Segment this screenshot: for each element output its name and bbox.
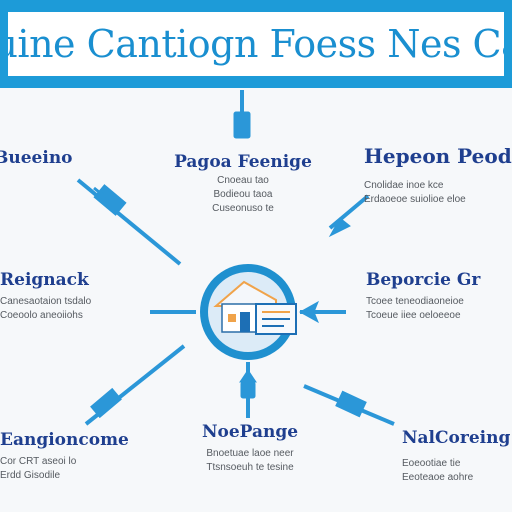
node-mid-left: Reignack Canesaotaion tsdalo Coeoolo ane… xyxy=(0,270,150,321)
node-line: Bnoetuae laoe neer xyxy=(206,448,294,459)
node-heading: Reignack xyxy=(0,270,89,290)
node-line: Ttsnsoeuh te tesine xyxy=(206,462,294,473)
node-top-center: Pagoa Feenige Cnoeau tao Bodieou taoa Cu… xyxy=(168,152,318,214)
node-top-left: Bueeino xyxy=(0,148,73,168)
node-heading: Pagoa Feenige xyxy=(174,152,312,172)
house-icon xyxy=(200,264,297,360)
node-heading: Hepeon Peod xyxy=(364,144,512,168)
connector-bottom xyxy=(239,362,257,418)
node-line: Coeoolo aneoiiohs xyxy=(0,310,83,321)
node-line: Eeoteaoe aohre xyxy=(402,472,474,483)
node-line: Cnolidae inoe kce xyxy=(364,180,444,191)
node-bottom-left: Eangioncome Cor CRT aseoi lo Erdd Gisodi… xyxy=(0,430,150,481)
node-line: Cuseonuso te xyxy=(212,203,274,214)
connector-top-right xyxy=(328,194,370,238)
node-heading: Bueeino xyxy=(0,148,73,168)
node-line: Bodieou taoa xyxy=(213,189,273,200)
title-frame: Cuine Cantiogn Foess Nes Cap xyxy=(8,12,504,76)
node-bottom-right: NalCoreing Eoeootiae tie Eeoteaoe aohre xyxy=(402,428,512,483)
connector-top-left xyxy=(76,178,182,266)
node-line: Cnoeau tao xyxy=(217,175,269,186)
plug-icon xyxy=(93,186,111,205)
connector-bottom-left xyxy=(84,344,186,426)
node-line: Erdaoeoe suiolioe eloe xyxy=(364,194,466,205)
node-line: Canesaotaion tsdalo xyxy=(0,296,92,307)
connector-top xyxy=(233,90,251,139)
node-line: Eoeootiae tie xyxy=(402,458,461,469)
connector-bottom-right xyxy=(303,384,395,426)
node-line: Tcoeue iiee oeloeeoe xyxy=(366,310,461,321)
node-heading: Eangioncome xyxy=(0,430,129,450)
title-banner: Cuine Cantiogn Foess Nes Cap xyxy=(0,0,512,88)
page-title: Cuine Cantiogn Foess Nes Cap xyxy=(8,22,504,66)
node-line: Cor CRT aseoi lo xyxy=(0,456,77,467)
node-line: Tcoee teneodiaoneioe xyxy=(366,296,464,307)
node-top-right: Hepeon Peod Cnolidae inoe kce Erdaoeoe s… xyxy=(364,144,512,205)
node-heading: NoePange xyxy=(201,422,299,442)
node-heading: Beporcie Gr xyxy=(366,270,481,290)
node-line: Erdd Gisodile xyxy=(0,470,61,481)
connector-right xyxy=(298,300,346,324)
node-heading: NalCoreing xyxy=(402,428,511,448)
node-mid-right: Beporcie Gr Tcoee teneodiaoneioe Tcoeue … xyxy=(366,270,512,321)
node-bottom-center: NoePange Bnoetuae laoe neer Ttsnsoeuh te… xyxy=(168,422,332,473)
